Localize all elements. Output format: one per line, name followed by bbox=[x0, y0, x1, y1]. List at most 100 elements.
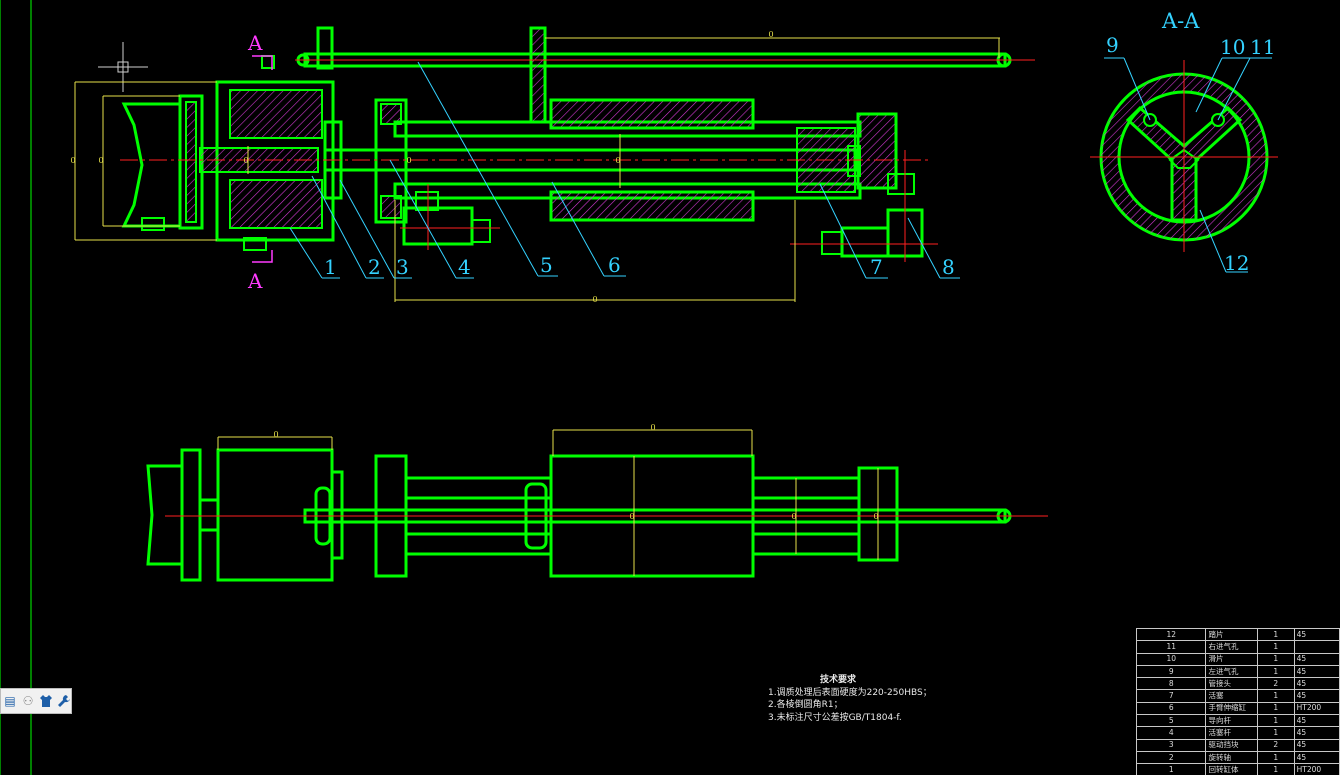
callout-5: 5 bbox=[540, 253, 553, 277]
bom-cell-mat: 45 bbox=[1293, 627, 1340, 642]
dim-value: 0 bbox=[592, 295, 597, 304]
part-callouts: 1 2 3 4 5 6 7 8 bbox=[324, 253, 955, 279]
bom-cell-name: 活塞 bbox=[1205, 689, 1258, 703]
dim-value: 0 bbox=[98, 156, 103, 165]
bom-cell-no: 3 bbox=[1135, 738, 1207, 752]
bom-cell-name: 导向杆 bbox=[1205, 714, 1258, 728]
dim-value: 0 bbox=[791, 512, 796, 521]
callout-6: 6 bbox=[608, 253, 621, 277]
bom-cell-no: 10 bbox=[1135, 652, 1207, 666]
tech-item: 2.各棱倒圆角R1； bbox=[768, 700, 843, 710]
bom-cell-no: 7 bbox=[1135, 689, 1207, 703]
callout-8: 8 bbox=[942, 255, 955, 279]
dim-value: 0 bbox=[615, 156, 620, 165]
bom-cell-mat: 45 bbox=[1293, 750, 1340, 765]
bom-cell-no: 5 bbox=[1135, 714, 1207, 728]
bom-cell-mat: 45 bbox=[1293, 714, 1340, 728]
bom-cell-qty: 1 bbox=[1256, 627, 1295, 642]
bom-cell-name: 回转缸体 bbox=[1205, 763, 1258, 775]
shirt-icon[interactable] bbox=[39, 693, 53, 709]
bom-cell-name: 左进气孔 bbox=[1205, 664, 1258, 679]
bom-cell-name: 手臂伸缩缸 bbox=[1205, 701, 1258, 716]
bom-cell-name: 踏片 bbox=[1205, 627, 1258, 642]
bom-cell-mat: 45 bbox=[1293, 664, 1340, 679]
bom-cell-name: 驱动挡块 bbox=[1205, 738, 1258, 752]
bom-cell-no: 9 bbox=[1135, 664, 1207, 679]
bom-cell-qty: 1 bbox=[1256, 763, 1295, 775]
bom-cell-no: 2 bbox=[1135, 750, 1207, 765]
dim-value: 0 bbox=[243, 156, 248, 165]
bom-cell-mat: 45 bbox=[1293, 689, 1340, 703]
bom-cell-name: 滑片 bbox=[1205, 652, 1258, 666]
crosshair-cursor-icon bbox=[98, 42, 148, 92]
bom-cell-mat bbox=[1293, 640, 1340, 654]
dim-value: 0 bbox=[273, 430, 278, 439]
dim-value: 0 bbox=[629, 512, 634, 521]
cut-mark-bottom: A bbox=[247, 269, 263, 293]
cut-mark-top: A bbox=[247, 31, 263, 55]
bom-cell-mat: 45 bbox=[1293, 738, 1340, 752]
bom-cell-name: 活塞杆 bbox=[1205, 726, 1258, 740]
tech-title: 技术要求 bbox=[820, 675, 857, 685]
callout-11: 11 bbox=[1250, 35, 1275, 59]
dim-value: 0 bbox=[650, 423, 655, 432]
bom-cell-qty: 1 bbox=[1256, 750, 1295, 765]
dimension-values: 0 0 0 0 0 0 0 bbox=[70, 30, 773, 304]
bom-cell-mat: 45 bbox=[1293, 677, 1340, 691]
tech-item: 1.调质处理后表面硬度为220-250HBS； bbox=[768, 687, 932, 698]
bom-cell-qty: 1 bbox=[1256, 701, 1295, 716]
bom-cell-name: 管接头 bbox=[1205, 677, 1258, 691]
section-aa-view: A-A 9 10 11 12 bbox=[1090, 9, 1278, 275]
callout-2: 2 bbox=[368, 255, 381, 279]
users-icon[interactable]: ⚇ bbox=[22, 694, 34, 708]
bom-cell-qty: 2 bbox=[1256, 738, 1295, 752]
callout-3: 3 bbox=[396, 255, 409, 279]
dim-value: 0 bbox=[873, 512, 878, 521]
dim-value: 0 bbox=[70, 156, 75, 165]
tech-item: 3.未标注尺寸公差按GB/T1804-f. bbox=[768, 712, 902, 723]
layers-icon[interactable]: ▤ bbox=[4, 694, 16, 708]
dim-value: 0 bbox=[406, 156, 411, 165]
bom-cell-qty: 1 bbox=[1256, 640, 1295, 654]
bom-cell-no: 6 bbox=[1135, 701, 1207, 716]
callout-9: 9 bbox=[1106, 33, 1119, 57]
callout-7: 7 bbox=[870, 255, 883, 279]
bom-cell-no: 4 bbox=[1135, 726, 1207, 740]
bom-cell-qty: 1 bbox=[1256, 652, 1295, 666]
callout-12: 12 bbox=[1224, 251, 1249, 275]
plan-view bbox=[146, 448, 1012, 582]
floating-toolbar: ▤ ⚇ bbox=[0, 688, 72, 714]
callout-1: 1 bbox=[324, 255, 337, 279]
main-section-view: 0 0 0 0 0 0 0 1 2 3 4 5 6 7 8 bbox=[70, 26, 1035, 304]
bom-cell-mat: HT200 bbox=[1293, 701, 1340, 716]
wrench-icon[interactable] bbox=[57, 693, 71, 709]
bom-cell-mat: 45 bbox=[1293, 726, 1340, 740]
dim-value: 0 bbox=[768, 30, 773, 39]
technical-requirements: 技术要求 1.调质处理后表面硬度为220-250HBS； 2.各棱倒圆角R1； … bbox=[768, 674, 968, 724]
bom-cell-qty: 1 bbox=[1256, 689, 1295, 703]
section-aa-label: A-A bbox=[1161, 9, 1200, 33]
bom-cell-no: 11 bbox=[1135, 640, 1207, 654]
bom-cell-no: 1 bbox=[1135, 763, 1207, 775]
bom-cell-no: 12 bbox=[1135, 627, 1207, 642]
bom-cell-qty: 2 bbox=[1256, 677, 1295, 691]
bom-cell-mat: HT200 bbox=[1293, 763, 1340, 775]
bom-cell-name: 右进气孔 bbox=[1205, 640, 1258, 654]
callout-4: 4 bbox=[458, 255, 471, 279]
bom-cell-qty: 1 bbox=[1256, 714, 1295, 728]
bom-cell-mat: 45 bbox=[1293, 652, 1340, 666]
